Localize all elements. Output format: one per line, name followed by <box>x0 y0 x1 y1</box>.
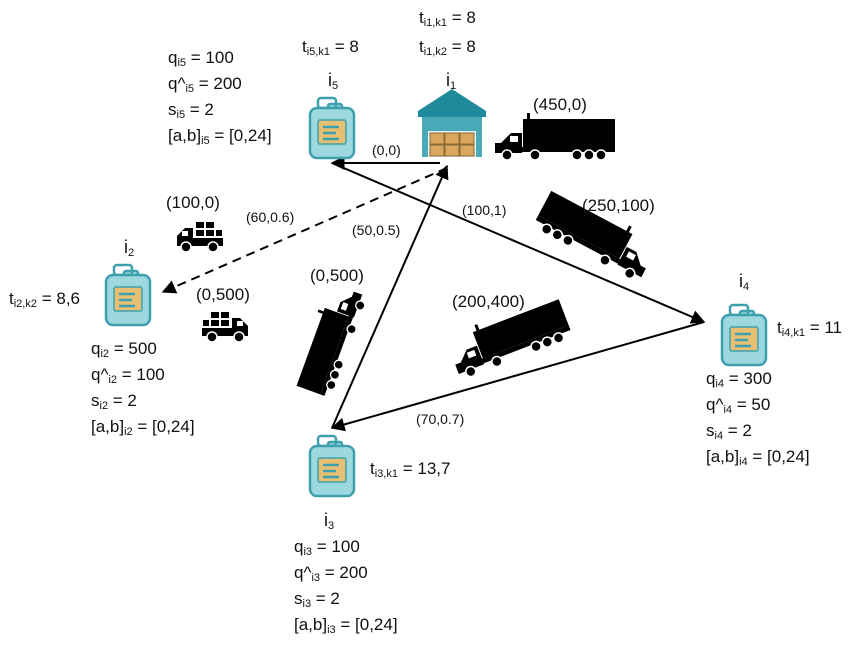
edge-label-i5-i1: (0,0) <box>372 142 401 158</box>
time-label-i1-k1: ti1,k1 = 8 <box>419 8 476 29</box>
attr-ab-i3: [a,b]i3 = [0,24] <box>294 615 398 636</box>
warehouse-icon <box>418 89 486 157</box>
attr-qhat-i3: q^i3 = 200 <box>294 563 368 584</box>
attr-q-i4: qi4 = 300 <box>706 369 772 390</box>
vehicle-label-truck-i1: (450,0) <box>533 95 587 114</box>
time-label-i4-k1: ti4,k1 = 11 <box>777 318 843 339</box>
node-label-i5: i5 <box>328 70 339 92</box>
attr-q-i2: qi2 = 500 <box>91 339 157 360</box>
node-label-i3: i3 <box>324 510 335 532</box>
attr-s-i4: si4 = 2 <box>706 421 752 442</box>
vehicle-label-truck-vertical: (0,500) <box>310 266 364 285</box>
edge-label-i4-i3: (70,0.7) <box>416 411 465 427</box>
attr-s-i5: si5 = 2 <box>168 100 214 121</box>
attr-qhat-i4: q^i4 = 50 <box>706 395 771 416</box>
time-label-i3-k1: ti3,k1 = 13,7 <box>370 459 451 480</box>
attributes-i2: qi2 = 500 q^i2 = 100 si2 = 2 [a,b]i2 = [… <box>91 336 195 440</box>
attributes-i5: qi5 = 100 q^i5 = 200 si5 = 2 [a,b]i5 = [… <box>168 45 272 149</box>
attr-ab-i5: [a,b]i5 = [0,24] <box>168 126 272 147</box>
edge-label-i5-i4: (100,1) <box>462 202 507 218</box>
attr-s-i2: si2 = 2 <box>91 391 137 412</box>
edge-i1-i2-dashed <box>161 167 448 294</box>
time-label-i2-k2: ti2,k2 = 8,6 <box>9 289 80 310</box>
attr-s-i3: si3 = 2 <box>294 589 340 610</box>
attr-ab-i2: [a,b]i2 = [0,24] <box>91 417 195 438</box>
edge-i5-i4 <box>331 162 706 324</box>
edge-label-i1-i3: (50,0.5) <box>352 222 401 238</box>
node-label-i4: i4 <box>739 271 750 293</box>
edge-i3-i1 <box>331 164 449 429</box>
attr-qhat-i5: q^i5 = 200 <box>168 74 242 95</box>
time-label-i5-k1: ti5,k1 = 8 <box>302 37 359 58</box>
attr-ab-i4: [a,b]i4 = [0,24] <box>706 447 810 468</box>
attr-q-i3: qi3 = 100 <box>294 537 360 558</box>
vehicle-label-van-bottom: (0,500) <box>196 285 250 304</box>
attributes-i4: qi4 = 300 q^i4 = 50 si4 = 2 [a,b]i4 = [0… <box>706 366 810 470</box>
edge-label-i1-i2: (60,0.6) <box>246 209 295 225</box>
attr-q-i5: qi5 = 100 <box>168 48 234 69</box>
node-label-i1: i1 <box>446 70 457 92</box>
vehicle-label-truck-middle: (200,400) <box>452 292 525 311</box>
node-label-i2: i2 <box>124 237 135 259</box>
vehicle-label-van-top: (100,0) <box>166 193 220 212</box>
attributes-i3: qi3 = 100 q^i3 = 200 si3 = 2 [a,b]i3 = [… <box>294 534 398 638</box>
edge-i4-i3 <box>330 321 705 432</box>
attr-qhat-i2: q^i2 = 100 <box>91 365 165 386</box>
time-label-i1-k2: ti1,k2 = 8 <box>419 37 476 58</box>
route-edges <box>161 156 706 432</box>
vehicle-label-truck-diagonal: (250,100) <box>582 196 655 215</box>
